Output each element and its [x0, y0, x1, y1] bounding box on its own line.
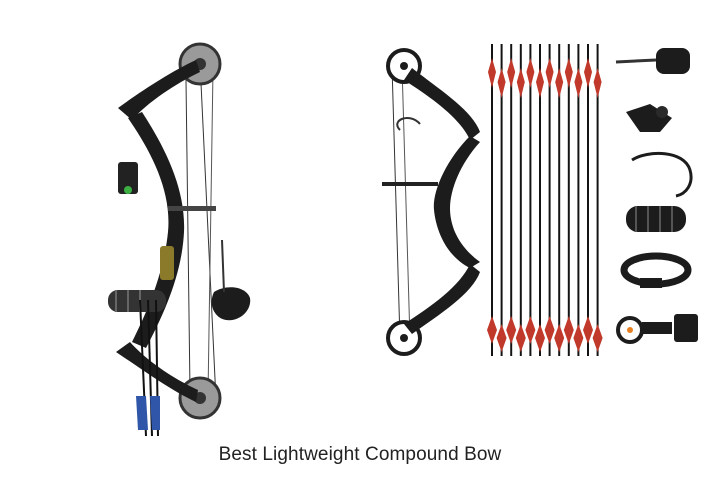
wrist-release-accessory	[615, 48, 690, 74]
arrow	[544, 44, 555, 356]
arrow-rest-accessory	[626, 104, 672, 132]
arrow	[487, 44, 497, 356]
bare-compound-bow	[382, 48, 480, 356]
d-loop-accessory	[631, 151, 693, 198]
arrow	[554, 44, 565, 356]
release-aid	[211, 287, 251, 321]
arrow	[525, 44, 536, 356]
arrow	[535, 44, 545, 356]
arrow-set	[487, 44, 603, 356]
product-photo	[108, 42, 698, 437]
assembled-compound-bow	[108, 42, 251, 437]
sight-accessory	[616, 314, 698, 344]
product-caption: Best Lightweight Compound Bow	[218, 444, 502, 465]
arrow	[563, 44, 574, 356]
arrow	[592, 44, 603, 356]
stabilizer	[108, 290, 166, 312]
bow-sight	[118, 162, 138, 194]
arrow	[506, 44, 517, 356]
arrow	[583, 44, 593, 356]
bow-sling-accessory	[620, 252, 692, 288]
accessory-kit	[615, 48, 698, 344]
arrow	[573, 44, 584, 356]
arrow	[515, 44, 526, 356]
stabilizer-accessory	[626, 206, 686, 232]
arrow	[496, 44, 507, 356]
